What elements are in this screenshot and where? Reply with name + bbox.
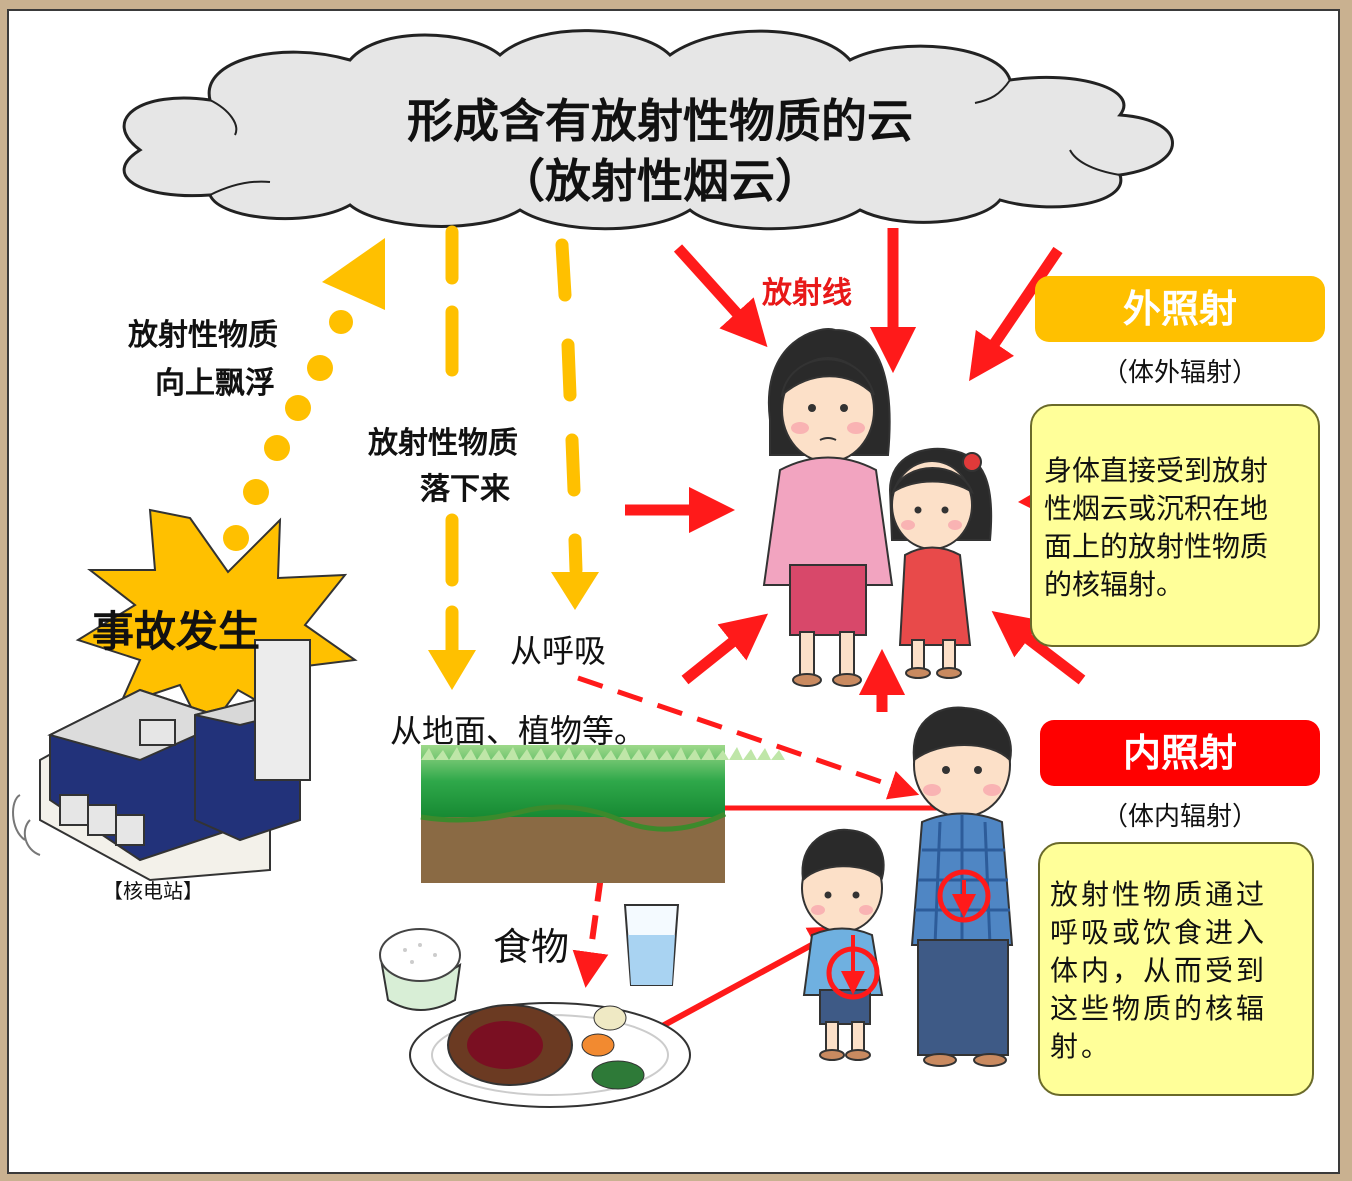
falling-label-line1: 放射性物质 xyxy=(368,426,518,461)
external-exposure-subtitle: （体外辐射） xyxy=(1101,358,1258,388)
food-plate-icon xyxy=(409,1002,691,1108)
falling-particles xyxy=(445,225,583,667)
man-icon xyxy=(910,706,1014,1067)
breathing-label: 从呼吸 xyxy=(510,632,607,670)
rising-label-line1: 放射性物质 xyxy=(128,318,278,353)
falling-arrowhead xyxy=(551,572,599,610)
nuclear-plant-icon xyxy=(12,639,311,882)
external-description-line: 性烟云或沉积在地 xyxy=(1044,492,1269,525)
boy-icon xyxy=(801,828,885,1061)
woman-icon xyxy=(762,328,894,687)
external-exposure-tag: 外照射 xyxy=(1035,276,1325,342)
internal-description-line: 射。 xyxy=(1050,1030,1113,1063)
plant-caption: 【核电站】 xyxy=(103,879,203,903)
internal-description-box: 放射性物质通过 呼吸或饮食进入 体内，从而受到 这些物质的核辐 射。 xyxy=(1038,842,1314,1096)
external-description-line: 面上的放射性物质 xyxy=(1044,530,1269,563)
internal-target-icon xyxy=(937,869,991,923)
cloud-title-line1: 形成含有放射性物质的云 xyxy=(407,94,913,148)
external-description-line: 的核辐射。 xyxy=(1044,568,1185,601)
internal-description-line: 这些物质的核辐 xyxy=(1050,992,1268,1025)
external-radiation-arrows xyxy=(625,228,1086,712)
rising-particles xyxy=(223,238,385,551)
water-glass-icon xyxy=(623,904,680,986)
food-label: 食物 xyxy=(493,925,570,969)
accident-label: 事故发生 xyxy=(92,607,261,656)
internal-exposure-subtitle: （体内辐射） xyxy=(1101,802,1258,832)
internal-exposure-tag: 内照射 xyxy=(1040,720,1320,786)
internal-description-line: 放射性物质通过 xyxy=(1050,878,1268,911)
falling-arrowhead xyxy=(428,650,476,690)
ground-label: 从地面、植物等。 xyxy=(390,712,647,750)
external-description-box: 身体直接受到放射 性烟云或沉积在地 面上的放射性物质 的核辐射。 xyxy=(1030,404,1320,647)
cloud-title-line2: （放射性烟云） xyxy=(499,154,821,208)
rice-bowl-icon xyxy=(379,928,462,1011)
pointer-icon xyxy=(1018,495,1030,508)
girl-icon xyxy=(888,447,993,679)
rising-label-line2: 向上飘浮 xyxy=(155,366,275,401)
falling-label-line2: 落下来 xyxy=(420,472,510,507)
grass-soil-icon xyxy=(420,745,785,883)
internal-target-icon xyxy=(826,935,880,1000)
external-description-line: 身体直接受到放射 xyxy=(1044,454,1269,487)
internal-description-line: 体内，从而受到 xyxy=(1050,954,1268,987)
radiation-label: 放射线 xyxy=(762,276,852,311)
internal-description-line: 呼吸或饮食进入 xyxy=(1050,916,1268,949)
